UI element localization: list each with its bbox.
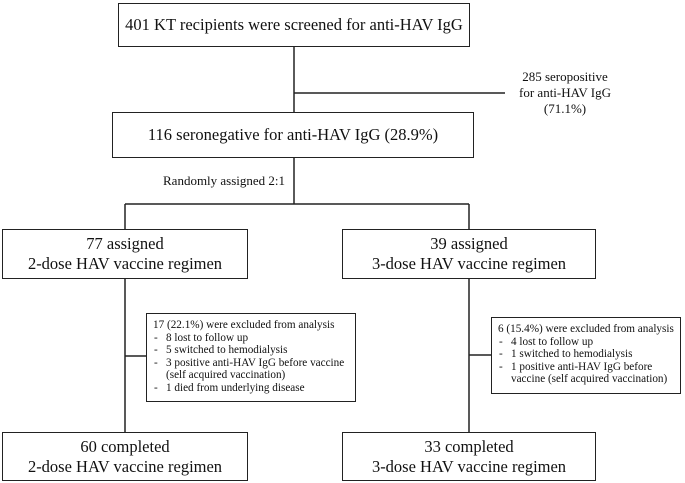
- three-dose-completed-box: 33 completed 3-dose HAV vaccine regimen: [342, 432, 596, 481]
- two-dose-excluded-list: 8 lost to follow up 5 switched to hemodi…: [153, 332, 349, 395]
- list-item: 3 positive anti-HAV IgG before vaccine (…: [153, 357, 349, 382]
- two-dose-excluded-box: 17 (22.1%) were excluded from analysis 8…: [146, 313, 356, 402]
- two-dose-assigned-box: 77 assigned 2-dose HAV vaccine regimen: [2, 229, 248, 279]
- two-dose-completed-box: 60 completed 2-dose HAV vaccine regimen: [2, 432, 248, 481]
- three-dose-completed-line2: 3-dose HAV vaccine regimen: [371, 456, 567, 476]
- list-item: 4 lost to follow up: [498, 336, 674, 349]
- seropositive-line3: (71.1%): [543, 101, 587, 116]
- seronegative-box: 116 seronegative for anti-HAV IgG (28.9%…: [112, 112, 474, 158]
- two-dose-completed-line1: 60 completed: [80, 436, 170, 456]
- three-dose-assigned-box: 39 assigned 3-dose HAV vaccine regimen: [342, 229, 596, 279]
- two-dose-completed-line2: 2-dose HAV vaccine regimen: [27, 456, 223, 476]
- three-dose-assigned-line2: 3-dose HAV vaccine regimen: [371, 254, 567, 273]
- seropositive-label: 285 seropositive for anti-HAV IgG (71.1%…: [490, 69, 640, 117]
- seropositive-line2: for anti-HAV IgG: [519, 85, 611, 100]
- three-dose-completed-line1: 33 completed: [424, 436, 514, 456]
- seropositive-line1: 285 seropositive: [522, 69, 608, 84]
- list-item: 8 lost to follow up: [153, 332, 349, 345]
- three-dose-excluded-list: 4 lost to follow up 1 switched to hemodi…: [498, 336, 674, 386]
- list-item: 1 switched to hemodialysis: [498, 348, 674, 361]
- list-item: 1 positive anti-HAV IgG before vaccine (…: [498, 361, 674, 386]
- two-dose-assigned-line1: 77 assigned: [86, 234, 164, 253]
- seronegative-text: 116 seronegative for anti-HAV IgG (28.9%…: [147, 125, 439, 144]
- list-item: 1 died from underlying disease: [153, 382, 349, 395]
- three-dose-excluded-box: 6 (15.4%) were excluded from analysis 4 …: [491, 317, 681, 394]
- three-dose-assigned-line1: 39 assigned: [430, 234, 508, 253]
- list-item: 5 switched to hemodialysis: [153, 344, 349, 357]
- two-dose-assigned-line2: 2-dose HAV vaccine regimen: [27, 254, 223, 273]
- three-dose-excluded-header: 6 (15.4%) were excluded from analysis: [498, 323, 674, 335]
- screened-text: 401 KT recipients were screened for anti…: [125, 15, 463, 34]
- screened-box: 401 KT recipients were screened for anti…: [118, 3, 470, 47]
- two-dose-excluded-header: 17 (22.1%) were excluded from analysis: [153, 319, 335, 331]
- randomization-label: Randomly assigned 2:1: [163, 173, 286, 188]
